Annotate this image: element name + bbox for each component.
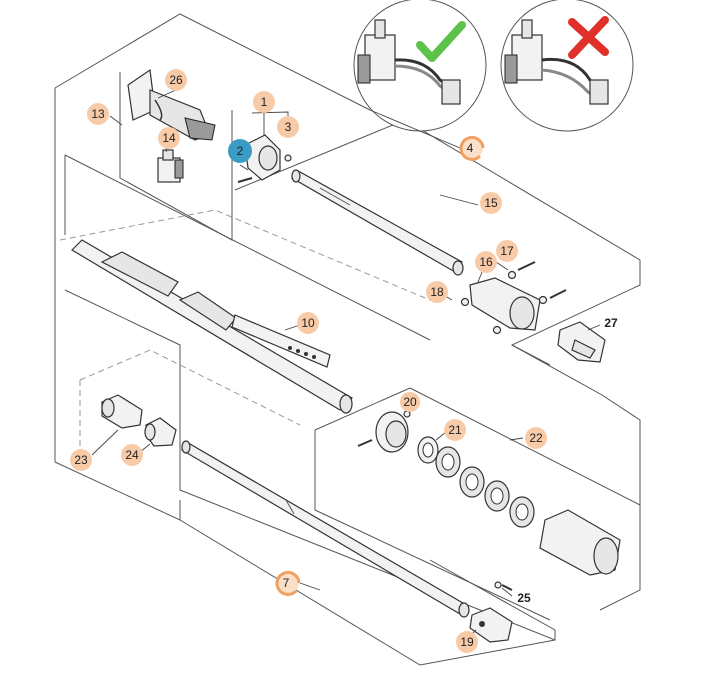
svg-text:15: 15 (484, 196, 498, 210)
shaft-grip-part (71, 239, 353, 414)
svg-text:23: 23 (74, 453, 88, 467)
callout-24[interactable]: 24 (121, 444, 143, 466)
callout-27[interactable]: 27 (604, 316, 618, 330)
assembly-frames (54, 13, 641, 666)
callout-22[interactable]: 22 (525, 427, 547, 449)
callout-16[interactable]: 16 (475, 251, 497, 273)
svg-text:2: 2 (237, 144, 244, 158)
callout-18[interactable]: 18 (426, 281, 448, 303)
correct-install-inset (353, 0, 487, 132)
callout-19[interactable]: 19 (456, 631, 478, 653)
callout-3[interactable]: 3 (277, 116, 299, 138)
svg-text:22: 22 (529, 431, 543, 445)
svg-text:17: 17 (500, 244, 514, 258)
svg-text:20: 20 (403, 395, 417, 409)
callout-15[interactable]: 15 (480, 192, 502, 214)
callout-13[interactable]: 13 (87, 103, 109, 125)
svg-text:10: 10 (301, 316, 315, 330)
clamp-part (237, 134, 292, 183)
svg-text:25: 25 (517, 591, 531, 605)
callout-21[interactable]: 21 (444, 419, 466, 441)
svg-text:1: 1 (261, 95, 268, 109)
washer-parts (417, 436, 535, 528)
callout-1[interactable]: 1 (253, 91, 275, 113)
callout-23[interactable]: 23 (70, 449, 92, 471)
svg-text:21: 21 (448, 423, 462, 437)
callout-14[interactable]: 14 (158, 127, 180, 149)
svg-text:27: 27 (604, 316, 618, 330)
callout-2-selected[interactable]: 2 (228, 139, 252, 163)
callout-4[interactable]: 4 (459, 135, 485, 161)
svg-text:7: 7 (283, 576, 290, 590)
upper-tube-part (290, 169, 464, 276)
svg-text:14: 14 (162, 131, 176, 145)
end-clip-part (469, 607, 513, 643)
svg-text:24: 24 (125, 448, 139, 462)
callout-20[interactable]: 20 (400, 392, 420, 412)
svg-text:4: 4 (467, 141, 474, 155)
connector-part (557, 321, 606, 363)
callout-25[interactable]: 25 (517, 591, 531, 605)
svg-text:16: 16 (479, 255, 493, 269)
callout-7[interactable]: 7 (275, 570, 301, 596)
callout-17[interactable]: 17 (496, 240, 518, 262)
check-mark-icon (416, 21, 466, 62)
cross-mark-icon (568, 16, 609, 59)
svg-text:26: 26 (169, 73, 183, 87)
sleeve-parts (101, 394, 177, 447)
svg-text:3: 3 (285, 120, 292, 134)
coupling-part (460, 261, 567, 335)
callout-26[interactable]: 26 (165, 69, 187, 91)
svg-text:19: 19 (460, 635, 474, 649)
svg-text:18: 18 (430, 285, 444, 299)
lower-shaft-part (180, 440, 470, 618)
bearing-part (357, 410, 411, 453)
switch-part (157, 149, 184, 183)
callout-10[interactable]: 10 (297, 312, 319, 334)
switch-housing-part (127, 68, 216, 141)
svg-text:13: 13 (91, 107, 105, 121)
drive-tube-part (494, 509, 621, 591)
incorrect-install-inset (500, 0, 634, 132)
